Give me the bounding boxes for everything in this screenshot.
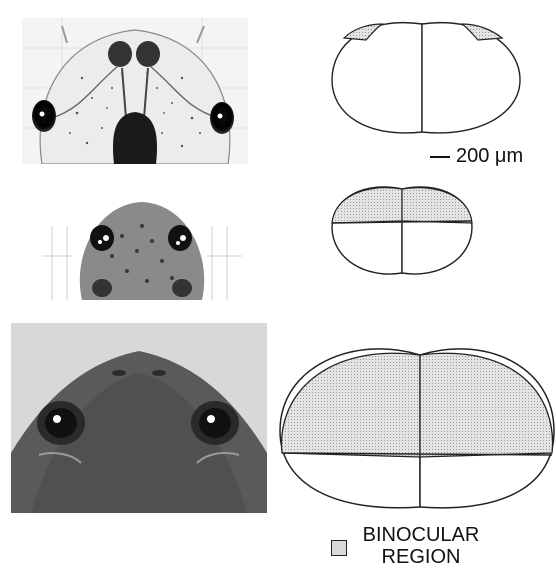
scale-bar (430, 156, 452, 160)
legend-label: BINOCULAR REGION (358, 524, 484, 568)
visual-field-diagram-top (326, 14, 526, 142)
photo-frog-bottom (11, 323, 267, 513)
photo-tadpole-middle (42, 196, 242, 300)
legend-line-1: BINOCULAR (358, 524, 484, 546)
legend-swatch-binocular (331, 540, 347, 556)
binocular-region-right (420, 353, 553, 457)
scale-bar-label: 200 μm (456, 145, 523, 168)
left-eye (32, 100, 56, 132)
visual-field-diagram-middle (326, 181, 478, 281)
legend-line-2: REGION (358, 546, 484, 568)
binocular-region-left (282, 353, 420, 457)
binocular-region-right (402, 188, 472, 223)
binocular-region-left (332, 188, 402, 223)
visual-field-diagram-bottom (276, 335, 556, 515)
right-eye (210, 102, 234, 134)
photo-tadpole-top (22, 18, 248, 164)
